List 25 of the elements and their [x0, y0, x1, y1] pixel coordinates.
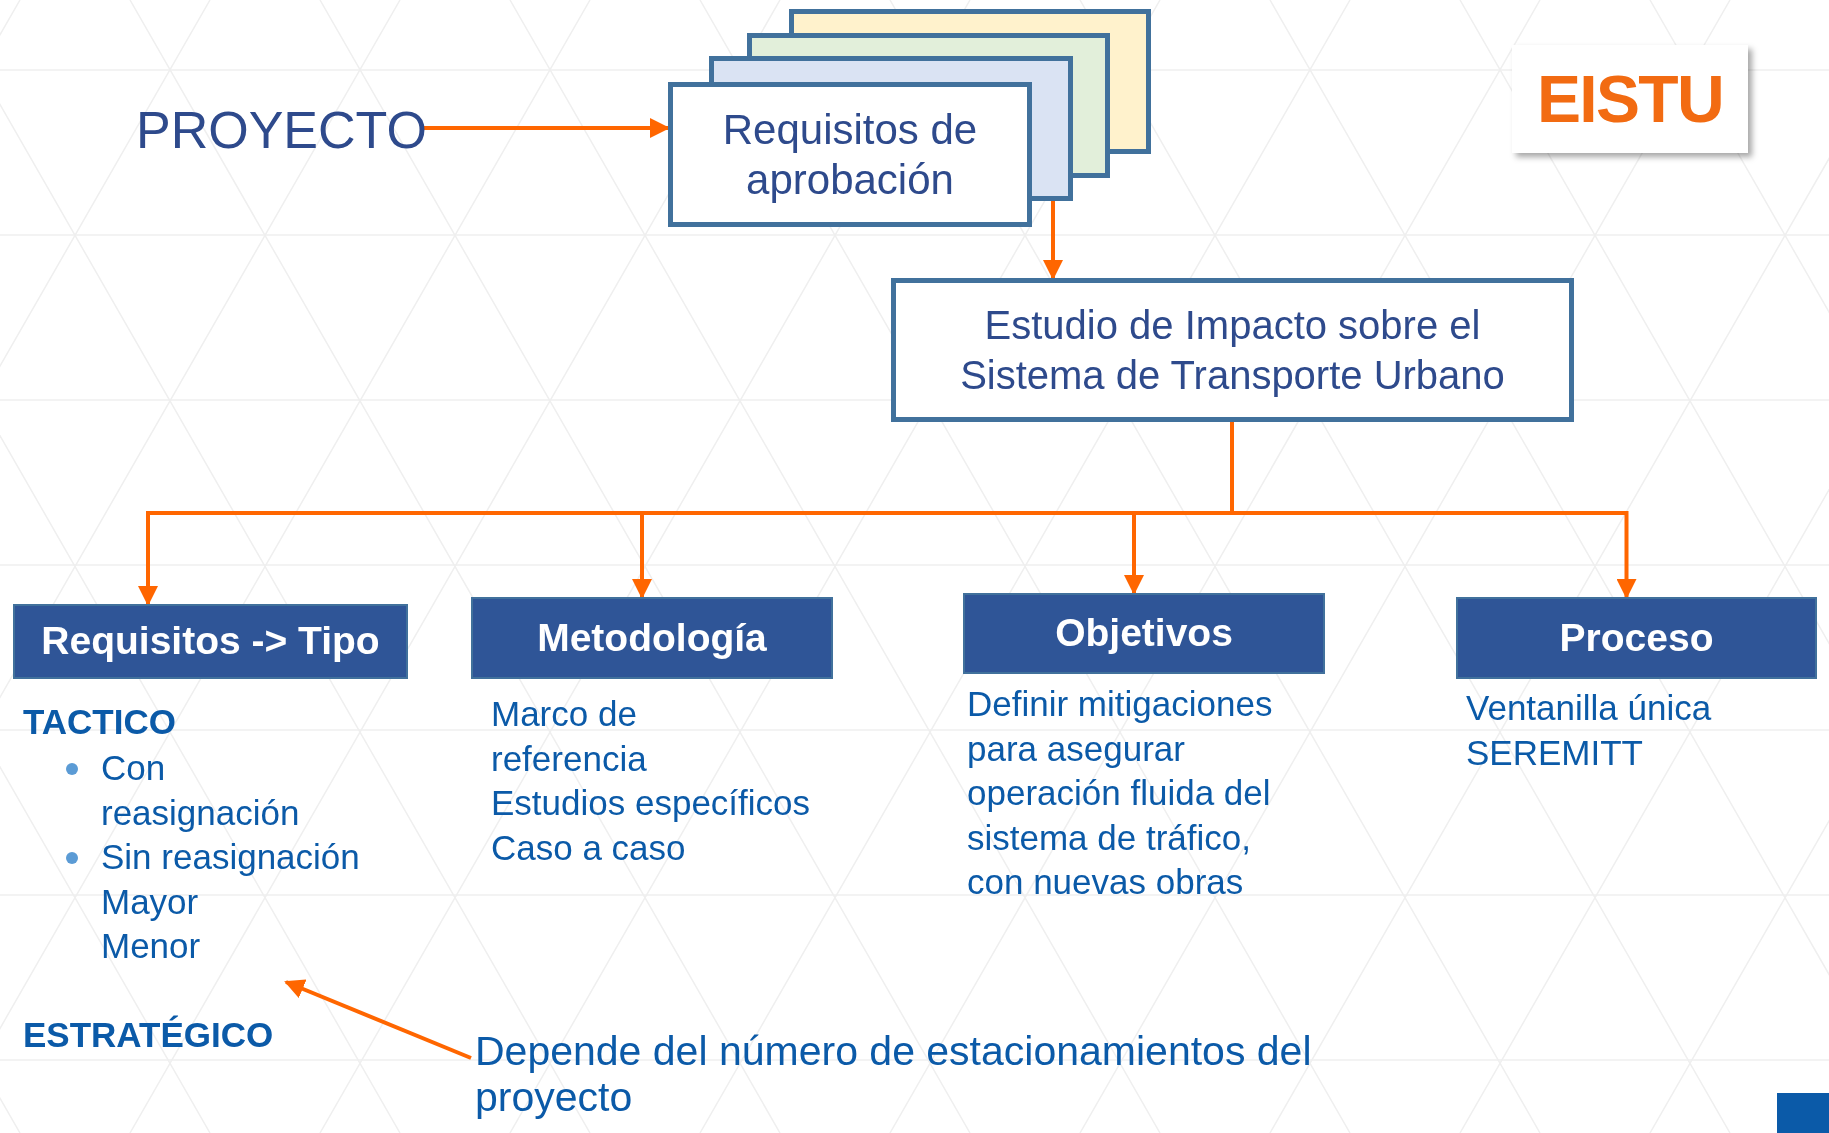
list-item: Con reasignación [101, 747, 301, 834]
header-bar: Objetivos [963, 593, 1325, 674]
body-text: SEREMITT [1466, 732, 1644, 774]
section-heading: TACTICO [23, 701, 177, 743]
note-text: Depende del número de estacionamientos del proyecto [475, 1028, 1435, 1128]
arrow [1230, 422, 1637, 599]
body-text: Marco de referencia [491, 693, 648, 780]
title-text: PROYECTO [136, 100, 426, 160]
section-heading: ESTRATÉGICO [23, 1014, 275, 1056]
title-tag: EISTU [1512, 45, 1748, 153]
header-bar: Requisitos -> Tipo [13, 604, 408, 679]
document-stack [668, 9, 1151, 227]
box-text: Requisitos de aprobación [721, 104, 979, 205]
header-bar: Proceso [1456, 597, 1817, 679]
body-text: Mayor [101, 881, 200, 923]
body-text: Estudios específicos [491, 782, 812, 824]
leader-arrow [284, 979, 472, 1060]
process-box: Estudio de Impacto sobre el Sistema de Transporte Urbano [891, 278, 1574, 422]
body-text: Menor [101, 925, 202, 967]
body-text: Caso a caso [491, 827, 687, 869]
arrow [1043, 201, 1063, 280]
body-text: Ventanilla única [1466, 687, 1713, 729]
list-item: Sin reasignación [101, 836, 361, 878]
header-bar: Metodología [471, 597, 833, 679]
body-text: Definir mitigaciones para asegurar operación fluida del sistema de tráfico, con nuevas obras [967, 683, 1274, 903]
